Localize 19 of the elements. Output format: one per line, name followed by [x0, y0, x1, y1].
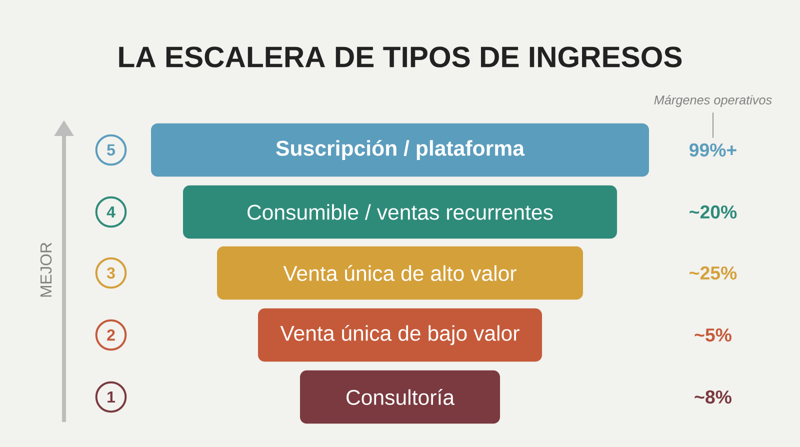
title: LA ESCALERA DE TIPOS DE INGRESOS [119, 46, 682, 68]
step-bar: Venta única de bajo valor [258, 308, 542, 362]
column-header: Márgenes operativos [654, 95, 772, 107]
step-number: 4 [95, 196, 127, 228]
leader-line [712, 112, 714, 138]
step-bar: Consultoría [300, 370, 500, 424]
step-bar: Suscripción / plataforma [151, 123, 649, 177]
margin-value: ~25% [690, 266, 737, 280]
step-bar: Consumible / ventas recurrentes [183, 185, 617, 239]
step-number: 3 [95, 257, 127, 289]
margin-value: ~20% [690, 205, 737, 219]
margin-value: 99%+ [690, 143, 736, 157]
margin-value: ~5% [694, 328, 732, 342]
step-number: 1 [95, 381, 127, 413]
margin-value: ~8% [694, 390, 732, 404]
step-number: 2 [95, 319, 127, 351]
step-bar: Venta única de alto valor [217, 246, 583, 300]
step-number: 5 [95, 134, 127, 166]
axis-label: MEJOR [40, 242, 52, 297]
